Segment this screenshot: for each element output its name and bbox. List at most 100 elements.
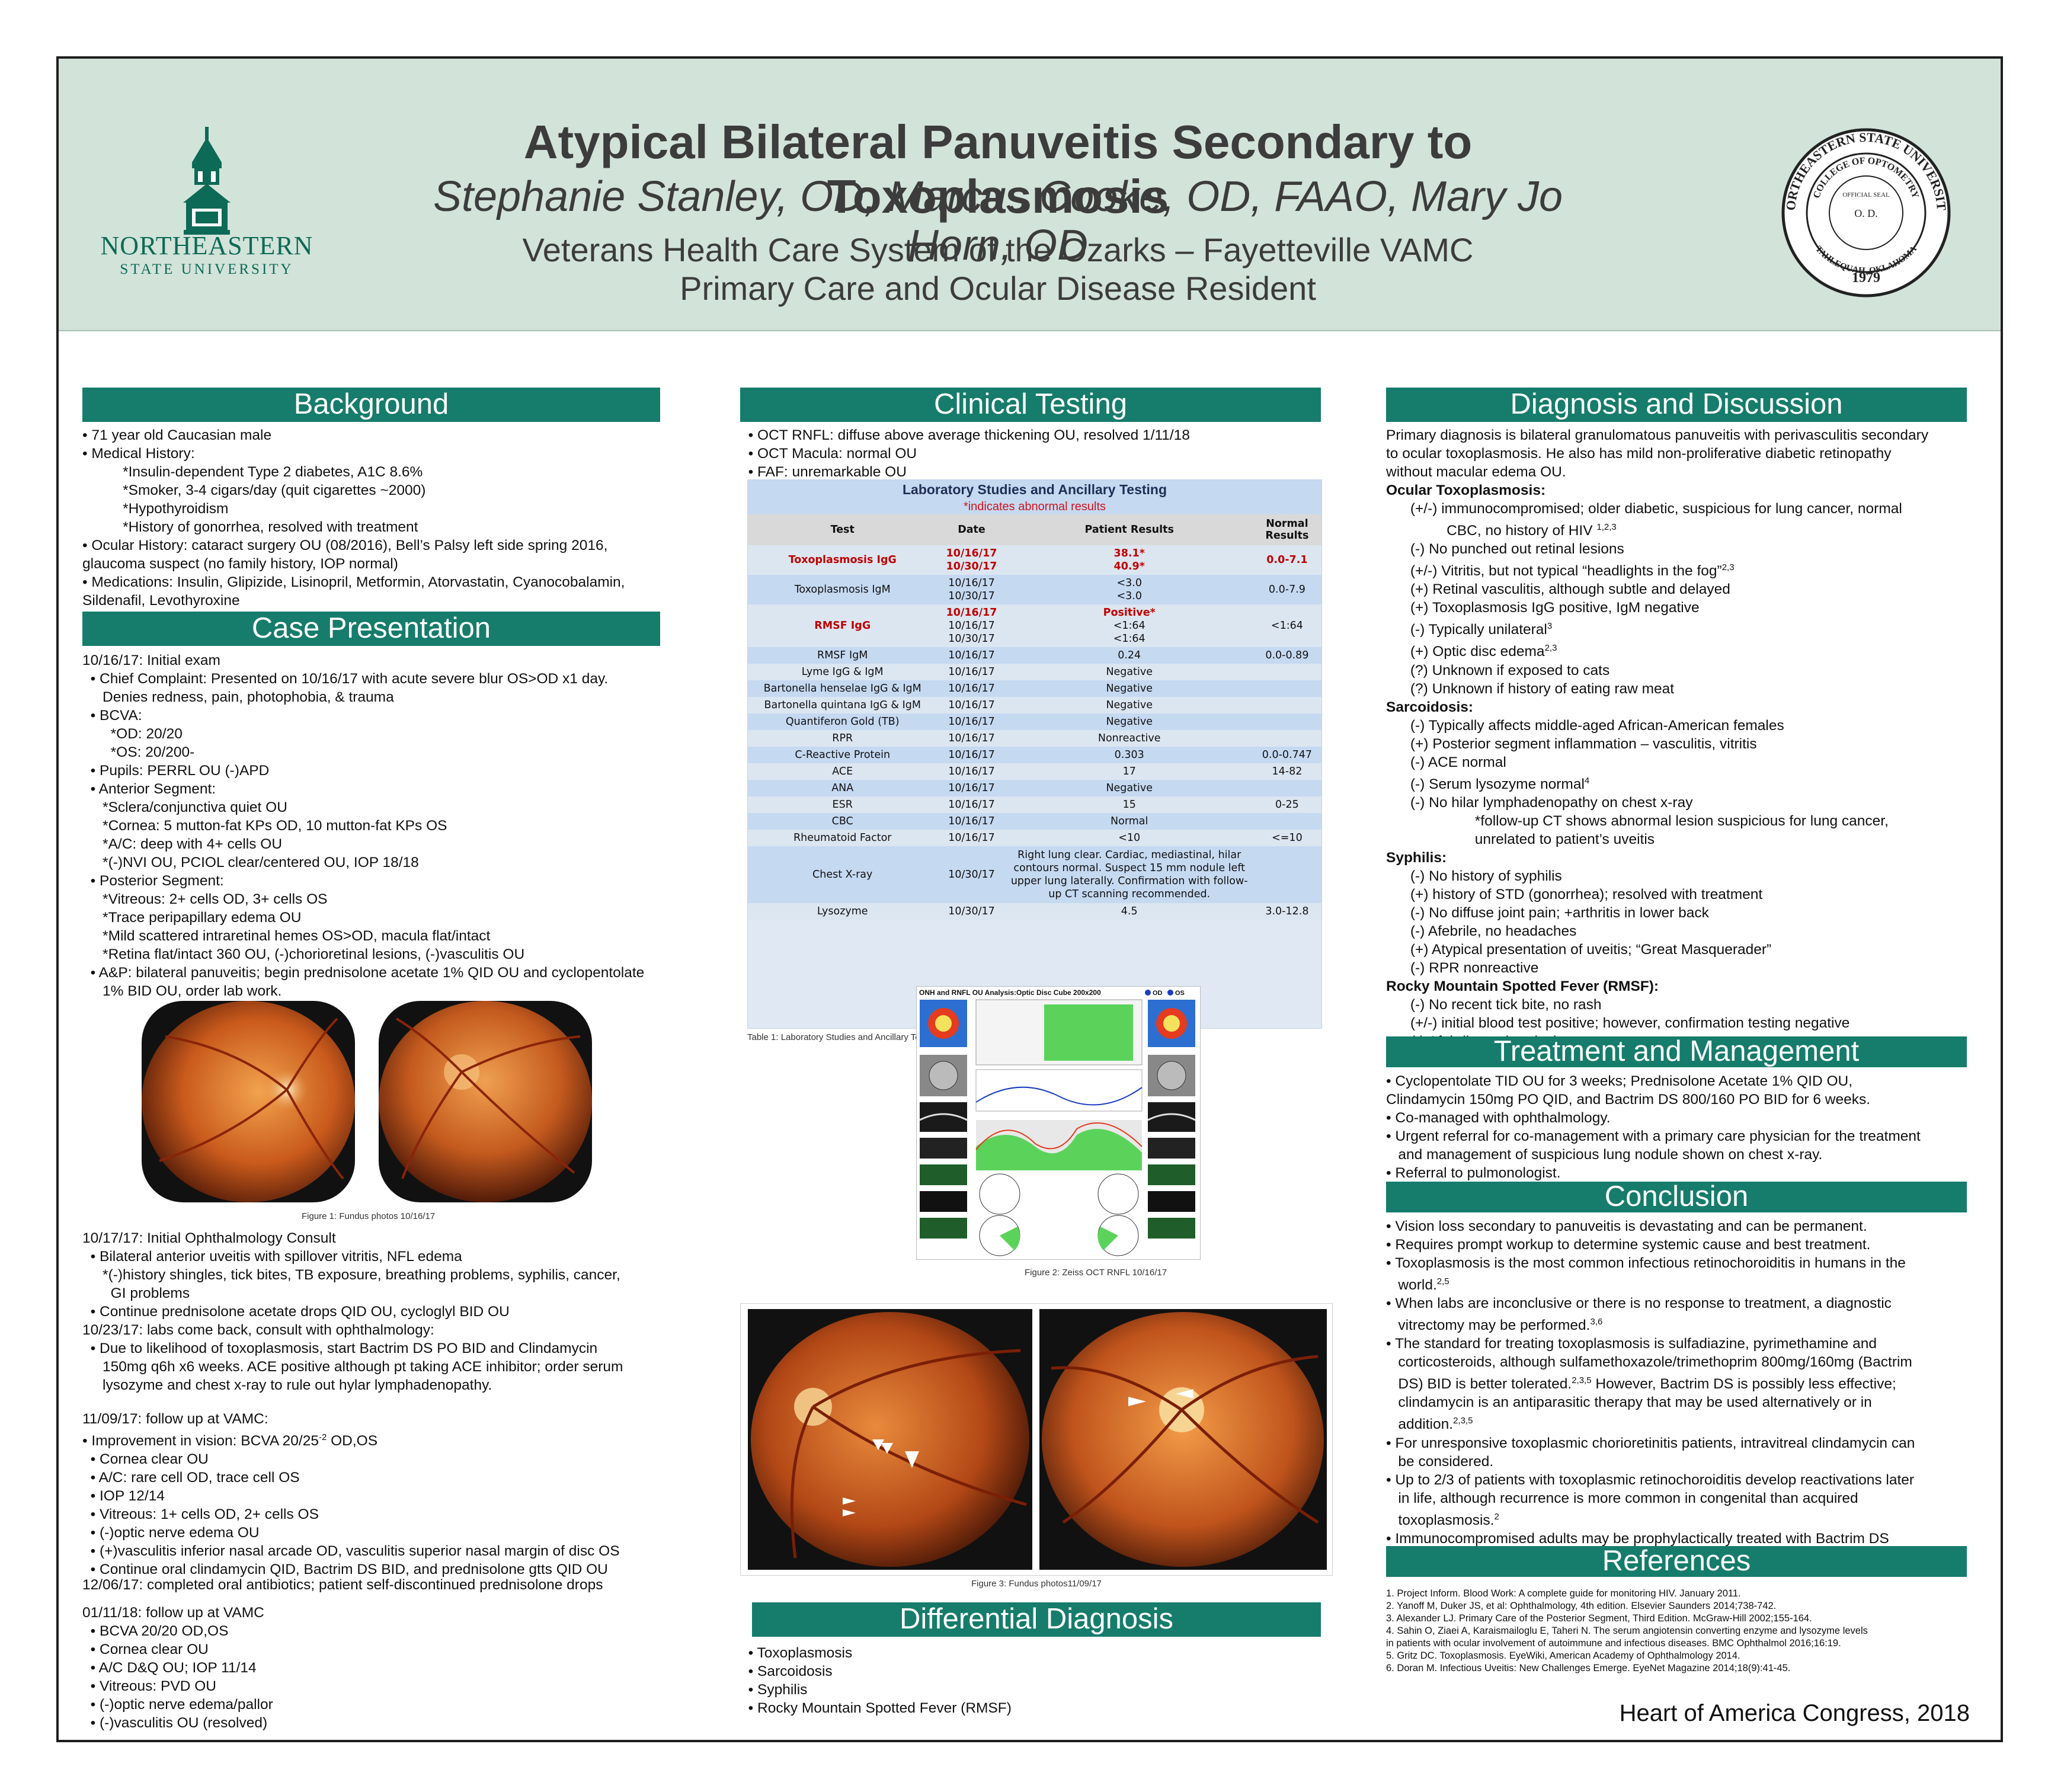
differential-diagnosis-list: • Toxoplasmosis • Sarcoidosis • Syphilis… — [740, 1644, 1321, 1717]
poster-header: NORTHEASTERN STATE UNIVERSITY Atypical B… — [59, 59, 2001, 331]
col-test: Test — [748, 514, 937, 545]
col-date: Date — [937, 514, 1006, 545]
text-line: *(-)NVI OU, PCIOL clear/centered OU, IOP… — [82, 855, 419, 871]
text-line: (-) No hilar lymphadenopathy on chest x-… — [1386, 794, 1693, 811]
references-list: 1. Project Inform. Blood Work: A complet… — [1386, 1588, 1967, 1675]
oct-rnfl-report: ONH and RNFL OU Analysis:Optic Disc Cube… — [916, 986, 1201, 1260]
references-heading: References — [1386, 1546, 1967, 1577]
text-line: (-) RPR nonreactive — [1386, 959, 1539, 976]
differential-diagnosis-heading: Differential Diagnosis — [752, 1602, 1321, 1637]
cell-result: 15 — [1006, 796, 1253, 813]
text-line: (?) Unknown if history of eating raw mea… — [1386, 680, 1675, 697]
cell-date: 10/16/17 — [937, 697, 1006, 713]
cell-normal: 0.0-7.9 — [1252, 575, 1321, 604]
text-line: (+) Atypical presentation of uveitis; “G… — [1386, 941, 1772, 958]
cell-date: 10/16/17 — [937, 647, 1006, 664]
text-line: • A/C: rare cell OD, trace cell OS — [82, 1470, 300, 1486]
cell-result: Negative — [1006, 697, 1253, 713]
text-line: world.2,5 — [1386, 1276, 1449, 1294]
text-line: glaucoma suspect (no family history, IOP… — [82, 556, 398, 572]
text-line: • A/C D&Q OU; IOP 11/14 — [82, 1660, 257, 1676]
text-line: (+) Posterior segment inflammation – vas… — [1386, 735, 1757, 752]
cell-result: Normal — [1006, 813, 1253, 830]
text-line: • Co-managed with ophthalmology. — [1386, 1110, 1611, 1126]
text-line: • Anterior Segment: — [82, 781, 216, 797]
lab-results-table: Laboratory Studies and Ancillary Testing… — [747, 479, 1322, 1029]
fundus-photo-os-10-16-17 — [379, 1001, 592, 1202]
text-line: (+) Optic disc edema2,3 — [1386, 643, 1557, 660]
cell-result: Negative — [1006, 713, 1253, 730]
text-line: • IOP 12/14 — [82, 1488, 165, 1505]
cell-test: Toxoplasmosis IgM — [748, 575, 937, 604]
text-line: *Smoker, 3-4 cigars/day (quit cigarettes… — [82, 482, 426, 498]
text-line: GI problems — [82, 1285, 190, 1301]
text-line: • Cornea clear OU — [82, 1451, 209, 1468]
seal-year: 1979 — [1852, 270, 1880, 286]
text-line: DS) BID is better tolerated.2,3,5 Howeve… — [1386, 1375, 1896, 1393]
conclusion-text: • Vision loss secondary to panuveitis is… — [1386, 1217, 1967, 1570]
cell-result: <10 — [1006, 830, 1253, 846]
case-block-initial-exam: 10/16/17: Initial exam • Chief Complaint… — [82, 651, 660, 1000]
text-line: Sildenafil, Levothyroxine — [82, 593, 240, 609]
text-line: CBC, no history of HIV 1,2,3 — [1386, 522, 1617, 539]
cell-date: 10/16/17 — [937, 830, 1006, 846]
cell-date: 10/16/17 — [937, 796, 1006, 813]
text-line: to ocular toxoplasmosis. He also has mil… — [1386, 446, 1892, 462]
text-line: (+/-) initial blood test positive; howev… — [1386, 1015, 1850, 1031]
figure-1-caption: Figure 1: Fundus photos 10/16/17 — [302, 1211, 436, 1221]
text-line: be considered. — [1386, 1453, 1494, 1470]
text-line: • Medical History: — [82, 446, 195, 462]
cell-date: 10/30/17 — [937, 903, 1006, 920]
text-line: • Up to 2/3 of patients with toxoplasmic… — [1386, 1471, 1915, 1488]
text-line: • BCVA 20/20 OD,OS — [82, 1623, 229, 1639]
cell-result: 0.303 — [1006, 747, 1253, 763]
text-line: • Ocular History: cataract surgery OU (0… — [82, 537, 608, 553]
diagnosis-discussion-text: Primary diagnosis is bilateral granuloma… — [1386, 426, 1967, 1051]
college-of-optometry-seal-icon: NORTHEASTERN STATE UNIVERSITY COLLEGE OF… — [1780, 127, 1951, 297]
text-line: (-) Typically affects middle-aged Africa… — [1386, 717, 1784, 734]
case-presentation-heading: Case Presentation — [82, 612, 660, 646]
text-line: 01/11/18: follow up at VAMC — [82, 1605, 264, 1621]
lab-table-subtitle: *indicates abnormal results — [748, 500, 1321, 514]
cell-test: CBC — [748, 813, 937, 830]
cell-test: Chest X-ray — [748, 846, 937, 903]
text-line: *Cornea: 5 mutton-fat KPs OD, 10 mutton-… — [82, 818, 447, 834]
cell-normal — [1252, 780, 1321, 796]
seal-center-text: O. D. — [1854, 207, 1878, 219]
text-line: (?) Unknown if exposed to cats — [1386, 662, 1610, 679]
text-line: (-) Afebrile, no headaches — [1386, 923, 1577, 939]
cell-result: Nonreactive — [1006, 730, 1253, 747]
cell-date: 10/16/17 — [937, 680, 1006, 697]
text-line: (-) Serum lysozyme normal4 — [1386, 775, 1590, 792]
cell-date: 10/16/17 — [937, 763, 1006, 780]
text-line: corticosteroids, although sulfamethoxazo… — [1386, 1354, 1912, 1371]
text-line: clindamycin is an antiparasitic therapy … — [1386, 1394, 1872, 1411]
text-line: 3. Alexander LJ. Primary Care of the Pos… — [1386, 1613, 1812, 1624]
oct-report-title: ONH and RNFL OU Analysis:Optic Disc Cube… — [919, 988, 1101, 997]
text-line: • Continue prednisolone acetate drops QI… — [82, 1304, 510, 1320]
text-line: (+) Retinal vasculitis, although subtle … — [1386, 581, 1730, 598]
text-line: in life, although recurrence is more com… — [1386, 1490, 1858, 1506]
nsu-logo-subtitle: STATE UNIVERSITY — [120, 261, 294, 277]
text-line: *follow-up CT shows abnormal lesion susp… — [1386, 812, 1889, 829]
text-line: *Trace peripapillary edema OU — [82, 910, 302, 926]
text-line: • (+)vasculitis inferior nasal arcade OD… — [82, 1543, 620, 1560]
text-line: (-) ACE normal — [1386, 754, 1506, 770]
fundus-photo-od-10-16-17 — [142, 1001, 355, 1202]
text-line: • Vitreous: 1+ cells OD, 2+ cells OS — [82, 1506, 319, 1523]
text-line: • Chief Complaint: Presented on 10/16/17… — [82, 671, 609, 687]
cell-result: 0.24 — [1006, 647, 1253, 664]
text-line: *History of gonorrhea, resolved with tre… — [82, 519, 418, 535]
case-block-12-06: 12/06/17: completed oral antibiotics; pa… — [82, 1577, 603, 1593]
table-1-caption: Table 1: Laboratory Studies and Ancillar… — [747, 1032, 939, 1042]
